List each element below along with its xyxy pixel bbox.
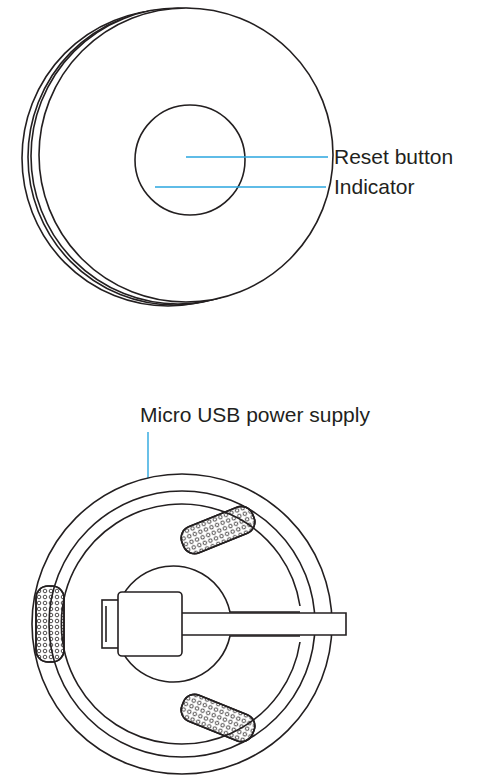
- rubber-foot-outline: [178, 691, 259, 745]
- reset-button-disc: [135, 105, 245, 215]
- rubber-foot-outline: [36, 586, 64, 662]
- rubber-foot-dots: [178, 691, 259, 745]
- usb-plug-tip-edge: [105, 606, 107, 642]
- part-label: Reset button: [334, 144, 453, 169]
- rubber-foot: [36, 586, 64, 662]
- usb-cable: [182, 613, 346, 635]
- top-view: [22, 8, 333, 306]
- leader-line: [186, 156, 328, 157]
- usb-plug-body: [118, 592, 182, 656]
- rubber-foot: [178, 691, 259, 745]
- leader-line: [155, 186, 326, 187]
- rubber-foot-dots: [178, 503, 259, 557]
- rubber-foot: [178, 503, 259, 557]
- rubber-foot-outline: [178, 503, 259, 557]
- part-label: Micro USB power supply: [140, 402, 370, 427]
- puck-front-face: [39, 8, 333, 302]
- bottom-view: [32, 474, 346, 774]
- part-label: Indicator: [334, 174, 415, 199]
